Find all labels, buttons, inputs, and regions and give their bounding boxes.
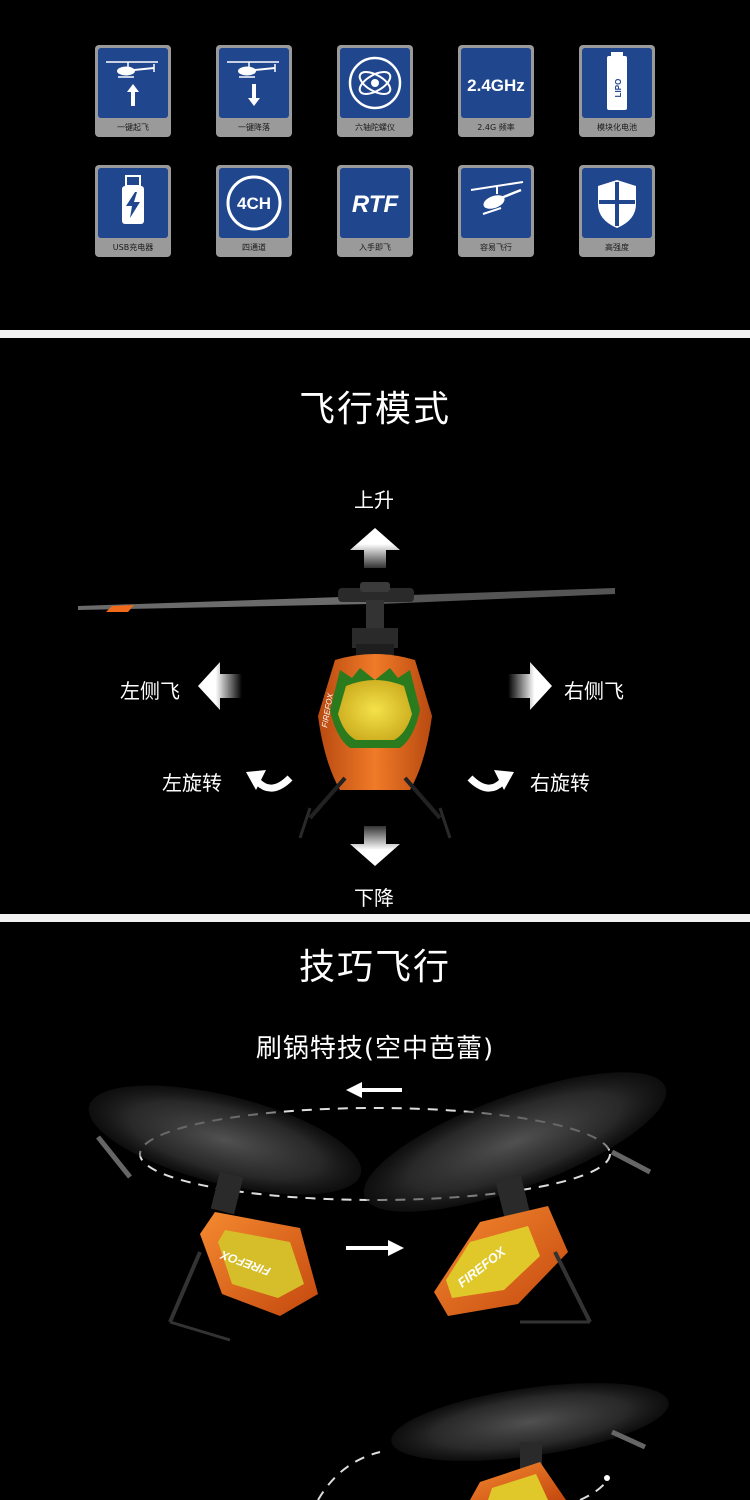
helicopter-right-image: FIREFOX (363, 1072, 667, 1324)
feature-tile-strength: 高强度 (579, 165, 655, 257)
direction-left-label: 左侧飞 (120, 679, 180, 703)
feature-tile-takeoff: 一键起飞 (95, 45, 171, 137)
feature-label: 入手即飞 (359, 243, 391, 252)
battery-icon: LIPO (607, 52, 627, 110)
rotate-left-label: 左旋转 (162, 771, 222, 795)
flight-modes-title: 飞行模式 (298, 389, 451, 430)
rotate-right-icon (467, 775, 505, 792)
direction-down-label: 下降 (354, 886, 394, 910)
tricks-section: 技巧飞行 刷锅特技(空中芭蕾) (0, 922, 750, 1500)
direction-right-label: 右侧飞 (564, 679, 624, 703)
feature-label: 一键起飞 (117, 123, 149, 132)
helicopter-left-image: FIREFOX (88, 1085, 362, 1342)
frequency-icon-text: 2.4GHz (467, 76, 525, 95)
rotate-left-icon (255, 775, 293, 792)
usb-icon (122, 175, 144, 224)
feature-label: 2.4G 频率 (477, 123, 515, 132)
frequency-icon: 2.4GHz (467, 76, 525, 95)
feature-tile-frequency: 2.4GHz 2.4G 频率 (458, 45, 534, 137)
helicopter-down-icon (227, 61, 279, 106)
features-section: 一键起飞 一键降落 六轴陀螺仪 (0, 0, 750, 330)
tricks-title: 技巧飞行 (298, 947, 451, 988)
rotate-right-label: 右旋转 (530, 771, 590, 795)
feature-tile-easy-flight: 容易飞行 (458, 165, 534, 257)
feature-label: 一键降落 (238, 123, 270, 132)
shield-icon (598, 180, 636, 228)
feature-tile-battery: LIPO 模块化电池 (579, 45, 655, 137)
feature-label: 六轴陀螺仪 (355, 123, 395, 132)
feature-label: 容易飞行 (480, 243, 512, 252)
feature-tile-usb: USB充电器 (95, 165, 171, 257)
feature-tile-gyro: 六轴陀螺仪 (337, 45, 413, 137)
tricks-subtitle: 刷锅特技(空中芭蕾) (255, 1034, 495, 1064)
helicopter-up-icon (106, 61, 158, 106)
arrow-right-icon (508, 662, 552, 710)
feature-tile-landing: 一键降落 (216, 45, 292, 137)
flight-modes-section: 飞行模式 上升 下降 左侧飞 右侧飞 左旋转 右旋转 (0, 338, 750, 914)
feature-tile-rtf: RTF 入手即飞 (337, 165, 413, 257)
orbit-arrow-right-icon (346, 1240, 404, 1256)
feature-label: 四通道 (242, 243, 266, 252)
direction-up-label: 上升 (354, 488, 394, 512)
arrow-left-icon (198, 662, 242, 710)
gyroscope-icon (348, 56, 402, 110)
feature-label: 高强度 (605, 243, 629, 252)
feature-label: USB充电器 (112, 243, 154, 252)
rtf-icon: RTF (352, 191, 400, 218)
section-divider (0, 914, 750, 922)
channel-icon: 4CH (226, 175, 282, 231)
tricks-diagram: FIREFOX FIREFOX (88, 1072, 669, 1500)
rtf-icon-text: RTF (352, 191, 400, 218)
feature-label: 模块化电池 (597, 123, 637, 132)
channel-icon-text: 4CH (237, 194, 271, 213)
arrow-down-icon (350, 826, 400, 866)
battery-icon-text: LIPO (614, 79, 623, 98)
orbit-arrow-left-icon (346, 1082, 402, 1098)
helicopter-front-image: FIREFOX (78, 582, 615, 839)
feature-tile-channel: 4CH 四通道 (216, 165, 292, 257)
arrow-up-icon (350, 528, 400, 568)
helicopter-bottom-image (317, 1383, 669, 1500)
helicopter-icon (470, 181, 524, 215)
section-divider (0, 330, 750, 338)
flight-mode-diagram: FIREFOX (78, 528, 615, 866)
